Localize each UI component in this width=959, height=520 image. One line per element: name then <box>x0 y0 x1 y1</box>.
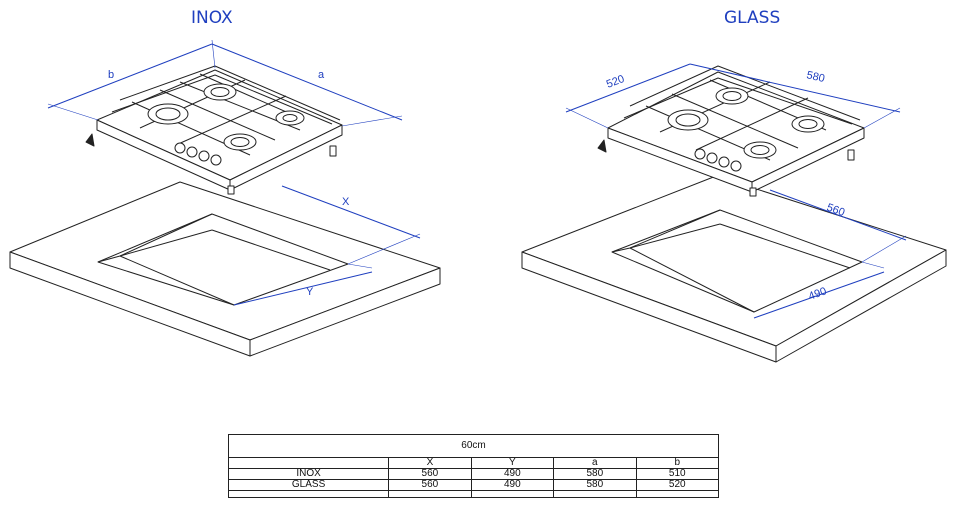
table-row <box>227 490 720 498</box>
table-header-cell: Y <box>470 457 555 469</box>
glass-dim-490: 490 <box>807 285 828 303</box>
table-header-cell: b <box>635 457 720 469</box>
table-cell: 560 <box>388 468 472 480</box>
table-cell: 490 <box>470 468 555 480</box>
table-caption: 60cm <box>228 434 719 458</box>
table-cell <box>635 490 720 498</box>
table-header-cell <box>227 457 390 469</box>
table-row: GLASS 560 490 580 520 <box>227 479 720 491</box>
installation-drawing: b a X Y 520 580 560 490 <box>9 39 947 363</box>
glass-title: GLASS <box>724 8 781 28</box>
table-cell: 520 <box>635 479 720 491</box>
table-cell: 580 <box>553 479 637 491</box>
table-cell: INOX <box>227 468 390 480</box>
table-header-cell: X <box>388 457 472 469</box>
glass-countertop <box>521 175 947 363</box>
inox-title: INOX <box>191 8 233 28</box>
table-cell <box>388 490 472 498</box>
glass-hob <box>597 65 865 197</box>
inox-hob <box>85 65 343 195</box>
table-cell <box>227 490 390 498</box>
table-cell: 510 <box>635 468 720 480</box>
inox-countertop <box>9 181 441 357</box>
table-cell: 580 <box>553 468 637 480</box>
glass-dim-580: 580 <box>805 69 826 85</box>
table-cell <box>553 490 637 498</box>
table-row: INOX 560 490 580 510 <box>227 468 720 480</box>
table-cell: 490 <box>470 479 555 491</box>
dimension-table: 60cm X Y a b INOX 560 490 580 510 GLASS … <box>227 434 720 498</box>
table-cell: 560 <box>388 479 472 491</box>
table-cell: GLASS <box>227 479 390 491</box>
table-header-cell: a <box>553 457 637 469</box>
inox-dim-y: Y <box>306 286 314 298</box>
inox-dim-b: b <box>108 69 114 81</box>
glass-dim-560: 560 <box>825 202 846 220</box>
glass-dim-520: 520 <box>605 73 626 91</box>
inox-dim-a: a <box>318 69 325 81</box>
inox-dim-x: X <box>342 196 350 208</box>
table-cell <box>470 490 555 498</box>
